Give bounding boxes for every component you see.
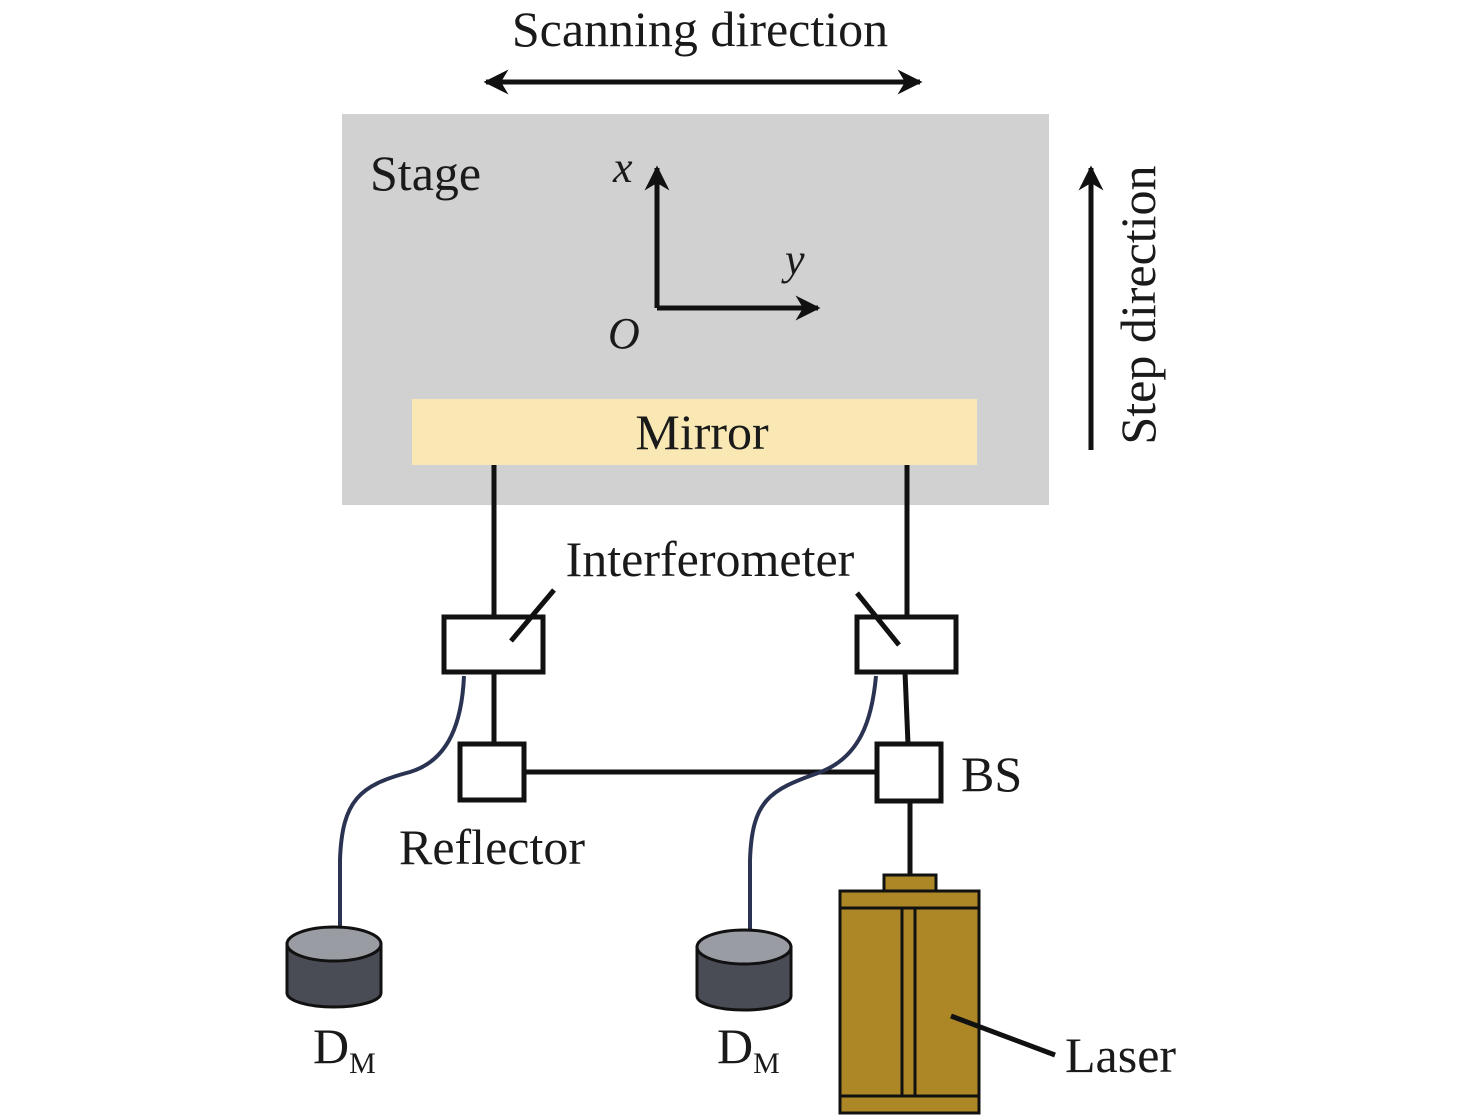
stage-label: Stage bbox=[370, 145, 481, 201]
bs-label: BS bbox=[961, 746, 1022, 802]
axis-origin-label: O bbox=[608, 309, 640, 358]
mirror-label: Mirror bbox=[635, 404, 769, 460]
axis-y-label: y bbox=[781, 235, 805, 284]
detector-left-label: DM bbox=[313, 1018, 376, 1080]
laser-label: Laser bbox=[1065, 1027, 1176, 1083]
beam-paths bbox=[491, 465, 913, 875]
beam-splitter bbox=[874, 741, 944, 804]
detector-right bbox=[695, 928, 793, 1012]
reflector-label: Reflector bbox=[399, 819, 585, 875]
step-direction-label: Step direction bbox=[1110, 165, 1166, 444]
interferometer-left bbox=[441, 614, 546, 675]
detector-left bbox=[285, 925, 383, 1009]
interferometer-label: Interferometer bbox=[566, 531, 855, 587]
detector-right-label: DM bbox=[717, 1018, 780, 1080]
axis-x-label: x bbox=[612, 143, 633, 192]
scanning-direction-label: Scanning direction bbox=[512, 1, 888, 57]
laser-leader-line bbox=[950, 1013, 1056, 1058]
mirror bbox=[412, 399, 977, 465]
fiber-left bbox=[338, 675, 466, 948]
fiber-right bbox=[748, 675, 878, 948]
reflector bbox=[457, 741, 527, 803]
interferometer-leader-lines bbox=[509, 588, 901, 647]
coordinate-axes bbox=[644, 165, 821, 321]
laser bbox=[838, 873, 981, 1115]
interferometer-right bbox=[854, 614, 959, 675]
